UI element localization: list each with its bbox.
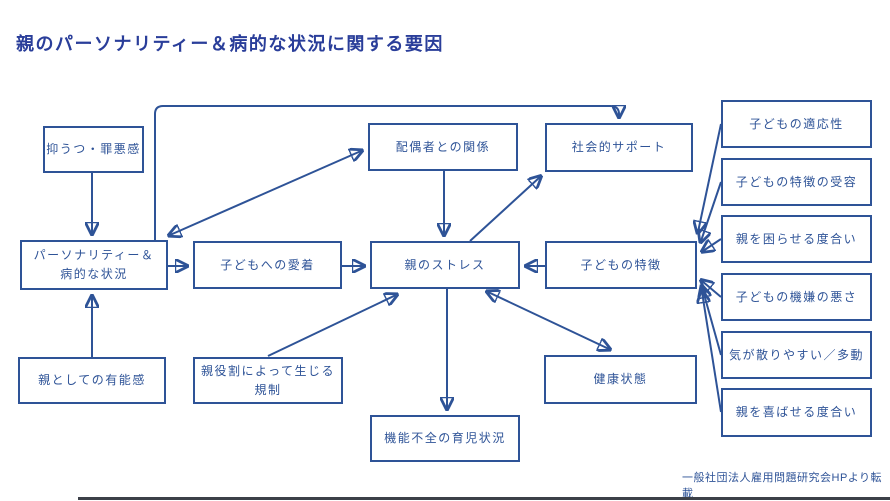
node-competence: 親としての有能感 (18, 357, 166, 404)
diagram-title: 親のパーソナリティー＆病的な状況に関する要因 (16, 34, 444, 54)
node-social-support: 社会的サポート (545, 123, 693, 172)
edge-troubling-to-childchar (703, 238, 722, 251)
edge-distract-to-childchar (702, 287, 722, 356)
node-troubling-degree: 親を困らせる度合い (721, 215, 872, 263)
edge-pleasing-to-childchar (702, 292, 722, 413)
node-bad-mood: 子どもの機嫌の悪さ (721, 273, 872, 321)
edge-roles-to-stress (267, 295, 396, 357)
edge-badmood-to-childchar (702, 281, 722, 298)
node-parent-stress: 親のストレス (370, 241, 520, 289)
node-attachment: 子どもへの愛着 (193, 241, 342, 289)
node-child-adaptability: 子どもの適応性 (721, 100, 872, 148)
edge-stress-to-social (469, 177, 540, 242)
node-depression: 抑うつ・罪悪感 (43, 126, 144, 173)
node-child-characteristics: 子どもの特徴 (545, 241, 697, 289)
node-pleasing-degree: 親を喜ばせる度合い (721, 388, 872, 437)
edge-adaptability-to-childchar (698, 123, 722, 232)
node-spouse: 配偶者との関係 (368, 123, 518, 171)
source-caption: 一般社団法人雇用問題研究会HPより転載 (682, 472, 883, 500)
node-health: 健康状態 (544, 355, 697, 404)
node-distractible-hyperactive: 気が散りやすい／多動 (721, 331, 872, 379)
node-dysfunctional-parenting: 機能不全の育児状況 (370, 415, 520, 462)
node-acceptance: 子どもの特徴の受容 (721, 158, 872, 206)
edge-personality-spouse-two-way (170, 151, 361, 235)
edge-acceptance-to-childchar (701, 181, 722, 241)
edge-stress-health-two-way (488, 292, 609, 349)
node-role-restrictions: 親役割によって生じる規制 (193, 357, 343, 404)
bottom-edge-bar (78, 497, 890, 500)
node-personality: パーソナリティー＆ 病的な状況 (20, 240, 168, 290)
